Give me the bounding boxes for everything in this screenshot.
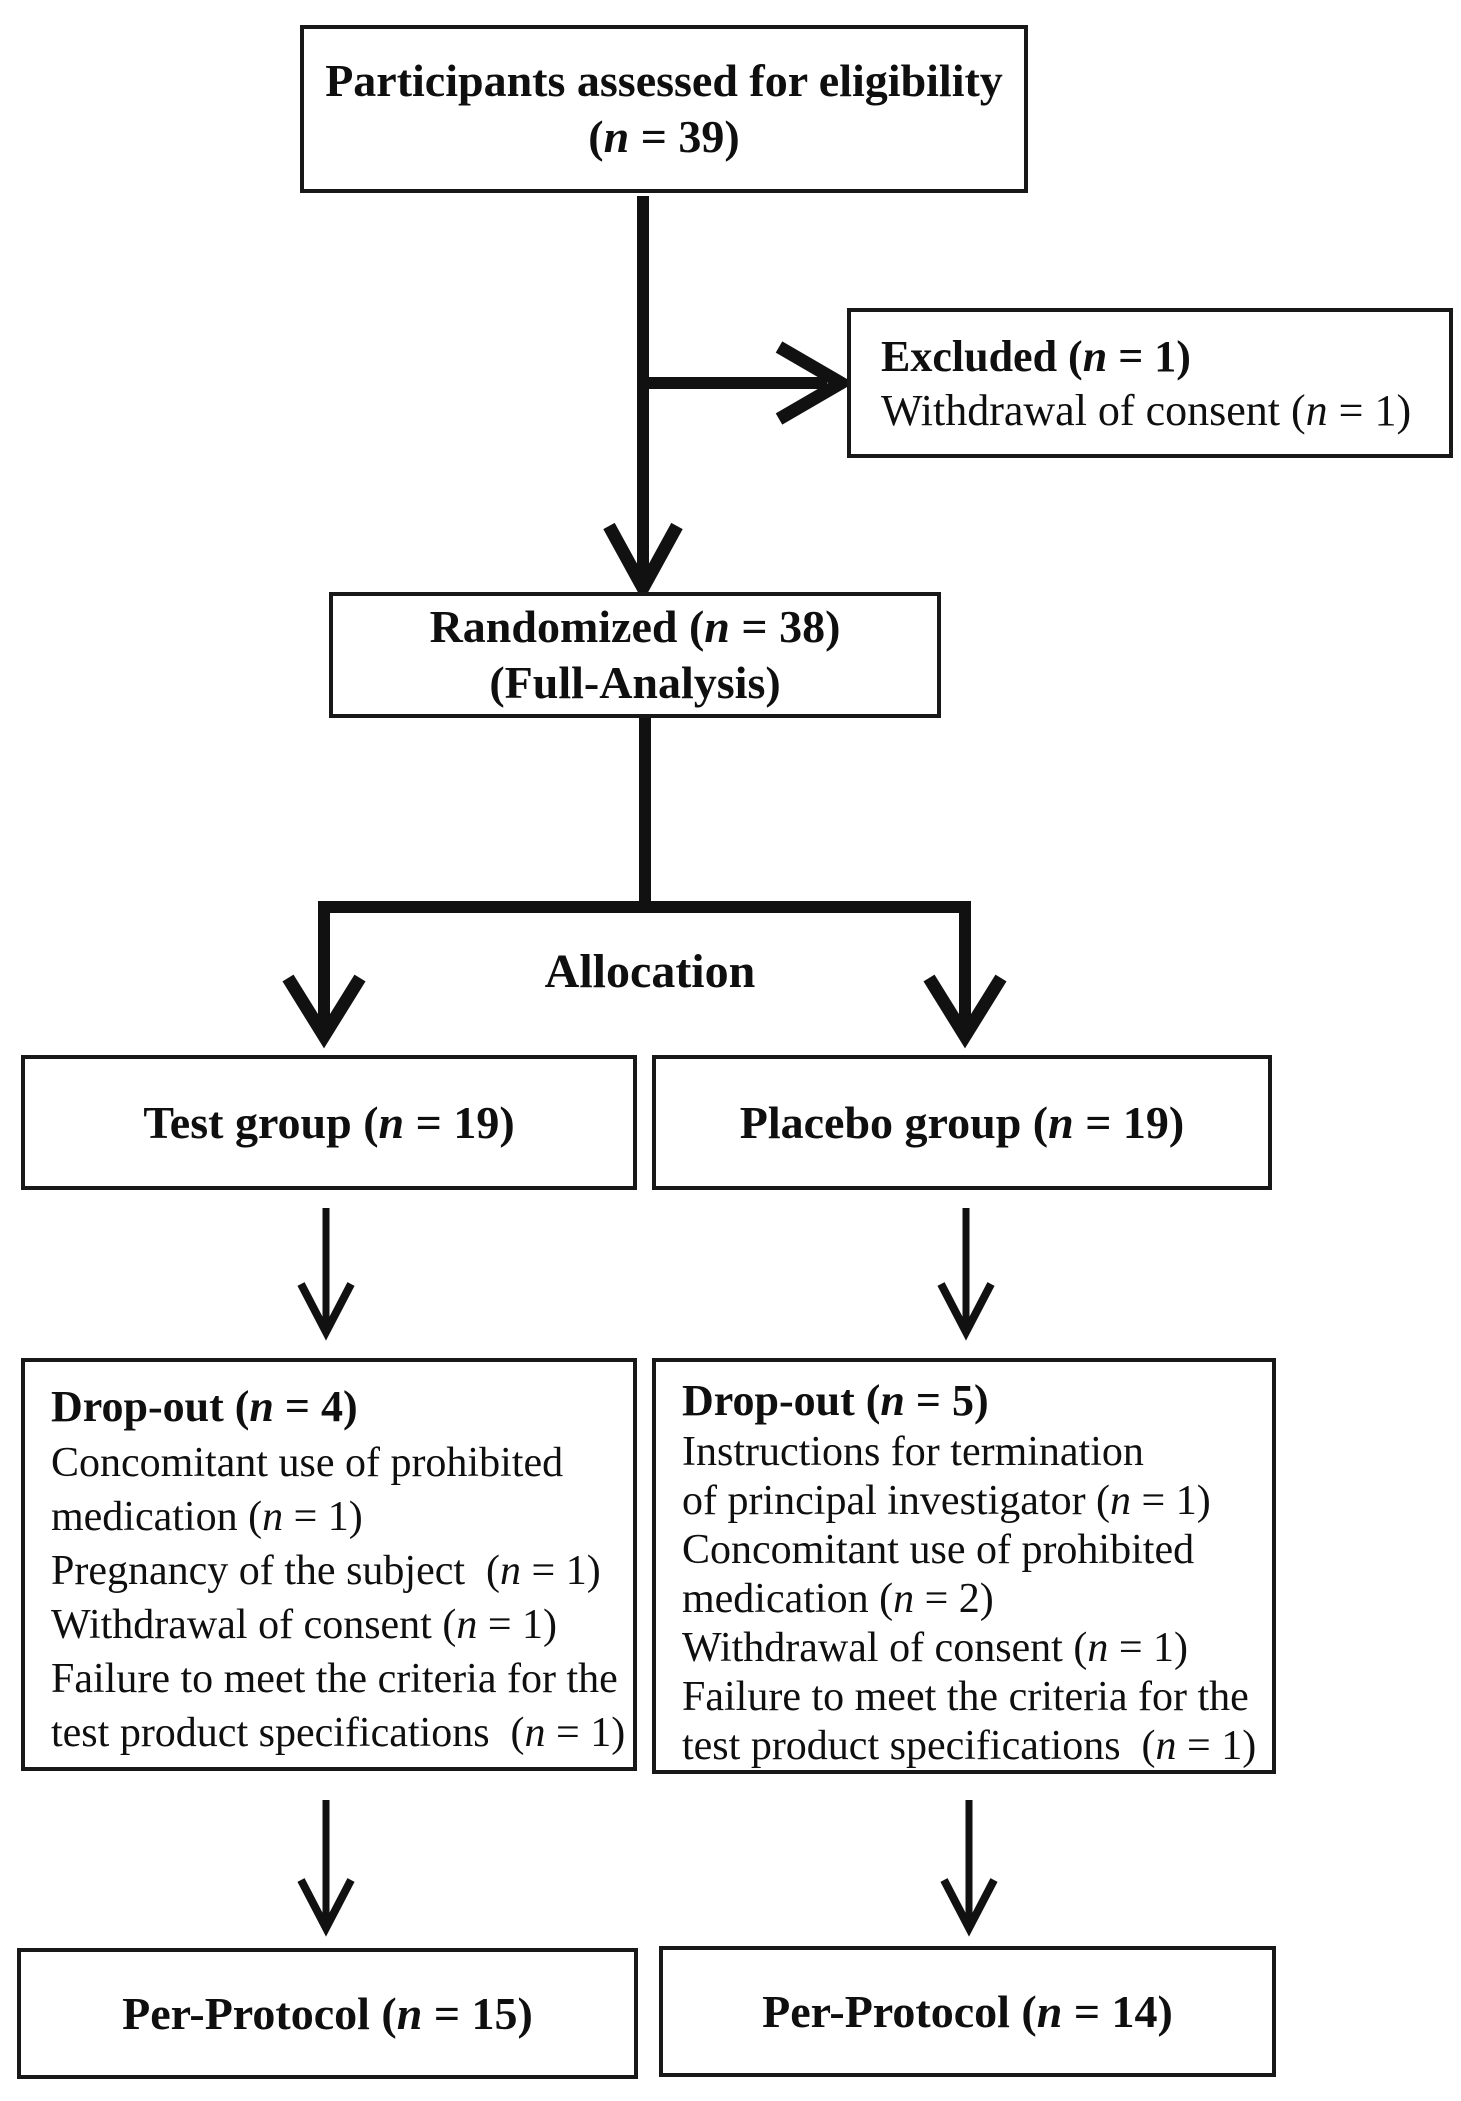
dropout-placebo-reason: of principal investigator (n = 1) [682, 1478, 1211, 1524]
per-protocol-placebo-title: Per-Protocol (n = 14) [762, 1985, 1173, 2037]
dropout-test-reason: Withdrawal of consent (n = 1) [51, 1602, 558, 1648]
dropout-placebo-box: Drop-out (n = 5) Instructions for termin… [652, 1358, 1276, 1774]
test-group-title: Test group (n = 19) [143, 1096, 515, 1148]
eligibility-box: Participants assessed for eligibility (n… [300, 25, 1028, 193]
dropout-test-reason: medication (n = 1) [51, 1494, 363, 1540]
arrow-dropout-to-perprotocol-left [297, 1800, 355, 1937]
arrow-placebo-to-dropout [937, 1208, 995, 1341]
per-protocol-test-title: Per-Protocol (n = 15) [122, 1987, 533, 2039]
dropout-placebo-title: Drop-out (n = 5) [682, 1376, 989, 1425]
dropout-placebo-reason: Concomitant use of prohibited [682, 1527, 1195, 1573]
excluded-reason: Withdrawal of consent (n = 1) [881, 386, 1412, 435]
randomized-line2: (Full-Analysis) [489, 657, 781, 708]
randomized-box: Randomized (n = 38) (Full-Analysis) [329, 592, 941, 718]
placebo-group-title: Placebo group (n = 19) [739, 1096, 1185, 1148]
dropout-placebo-reason: Withdrawal of consent (n = 1) [682, 1625, 1189, 1671]
dropout-placebo-reason: Instructions for termination [682, 1429, 1144, 1475]
placebo-group-box: Placebo group (n = 19) [652, 1055, 1272, 1190]
dropout-placebo-reason: Failure to meet the criteria for the [682, 1674, 1249, 1720]
arrow-dropout-to-perprotocol-right [940, 1800, 998, 1937]
allocation-label: Allocation [544, 945, 756, 998]
dropout-test-reason: Pregnancy of the subject (n = 1) [51, 1548, 601, 1594]
dropout-test-reason: Failure to meet the criteria for the [51, 1656, 618, 1702]
per-protocol-test-box: Per-Protocol (n = 15) [17, 1948, 638, 2079]
randomized-line1: Randomized (n = 38) [429, 601, 841, 652]
test-group-box: Test group (n = 19) [21, 1055, 637, 1190]
dropout-test-reason: test product specifications (n = 1) [51, 1710, 626, 1756]
per-protocol-placebo-box: Per-Protocol (n = 14) [659, 1946, 1276, 2077]
dropout-test-reason: Concomitant use of prohibited [51, 1440, 564, 1486]
excluded-title: Excluded (n = 1) [881, 332, 1191, 381]
dropout-test-title: Drop-out (n = 4) [51, 1382, 358, 1431]
allocation-split-connector [282, 716, 1007, 1049]
arrow-test-to-dropout [297, 1208, 355, 1341]
dropout-test-box: Drop-out (n = 4) Concomitant use of proh… [21, 1358, 637, 1771]
excluded-box: Excluded (n = 1) Withdrawal of consent (… [847, 308, 1453, 458]
arrow-to-excluded [643, 341, 854, 425]
eligibility-line1: Participants assessed for eligibility [325, 55, 1003, 106]
dropout-placebo-reason: test product specifications (n = 1) [682, 1723, 1257, 1769]
dropout-placebo-reason: medication (n = 2) [682, 1576, 994, 1622]
eligibility-line2: (n = 39) [588, 111, 740, 162]
arrow-eligibility-to-randomized [603, 196, 683, 602]
